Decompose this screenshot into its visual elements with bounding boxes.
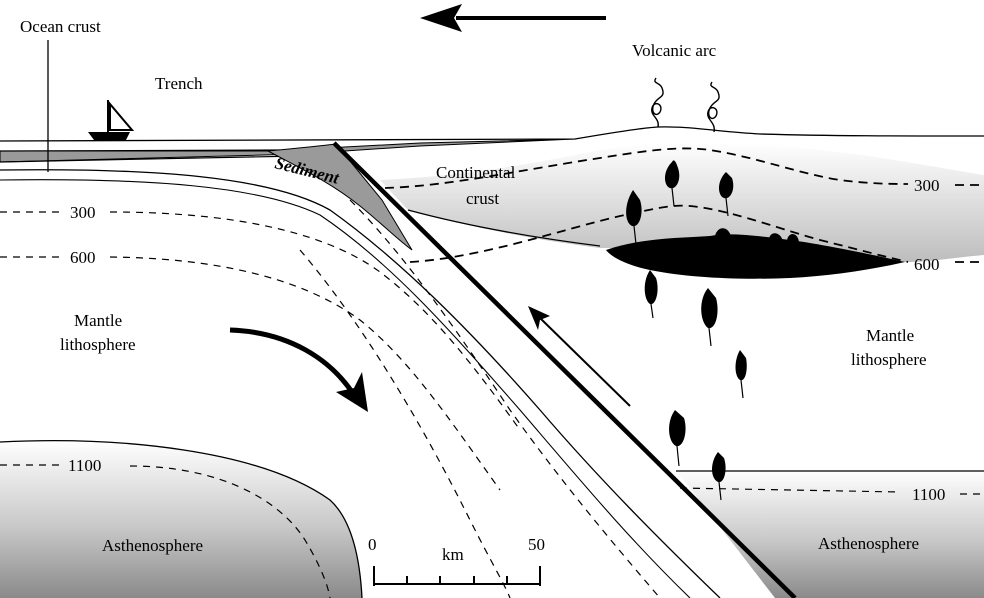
scale-label-end: 50 <box>528 535 545 554</box>
isotherm-label-600-right: 600 <box>914 255 940 274</box>
isotherm-label-300-left: 300 <box>70 203 96 222</box>
label-volcanic-arc: Volcanic arc <box>632 41 717 60</box>
asthenosphere-right-region <box>676 470 984 598</box>
volcano-plume-2 <box>707 81 720 133</box>
sailboat-icon <box>88 100 135 140</box>
scale-label-unit: km <box>442 545 464 564</box>
magma-droplet-2 <box>719 172 734 216</box>
label-asthenosphere-left: Asthenosphere <box>102 536 203 555</box>
asthenosphere-left-boundary <box>0 440 363 598</box>
isotherm-300-left-curve <box>109 211 521 431</box>
label-trench: Trench <box>155 74 203 93</box>
magma-chamber <box>606 234 905 279</box>
continental-crust-base <box>407 209 601 247</box>
plate-motion-arrow-top <box>420 4 606 32</box>
isotherm-600-left-curve <box>109 256 501 491</box>
label-continental-crust-line1: Continental <box>436 163 516 182</box>
isotherm-label-600-left: 600 <box>70 248 96 267</box>
slab-isotherm-b <box>299 249 511 598</box>
label-mantle-lithosphere-right-line1: Mantle <box>866 326 914 345</box>
magma-droplet-7 <box>669 410 686 466</box>
slab-upper-crust-line <box>0 179 691 598</box>
magma-droplet-8 <box>712 452 726 500</box>
slab-top-surface <box>0 169 721 598</box>
isotherms-left <box>0 199 661 598</box>
isotherms-right <box>384 147 984 263</box>
label-ocean-crust: Ocean crust <box>20 17 101 36</box>
isotherm-label-1100-left: 1100 <box>68 456 101 475</box>
sediment-wedge <box>266 143 413 251</box>
label-mantle-lithosphere-left-line2: lithosphere <box>60 335 136 354</box>
volcano-plume-1 <box>651 77 664 128</box>
label-continental-crust-line2: crust <box>466 189 499 208</box>
asthenosphere-left-region <box>0 440 362 598</box>
isotherm-label-300-right: 300 <box>914 176 940 195</box>
ocean-crust-bottom-line <box>0 155 301 163</box>
slab-isotherm-a <box>349 199 661 598</box>
magma-droplet-4 <box>644 270 658 318</box>
isotherm-1100-right-group <box>679 487 984 495</box>
sea-surface <box>0 126 984 142</box>
scale-label-start: 0 <box>368 535 377 554</box>
label-mantle-lithosphere-right-line2: lithosphere <box>851 350 927 369</box>
label-asthenosphere-right: Asthenosphere <box>818 534 919 553</box>
isotherm-600-right <box>409 204 909 263</box>
magma-droplet-1 <box>665 160 680 206</box>
volcano-plumes <box>651 77 720 133</box>
isotherm-label-1100-right: 1100 <box>912 485 945 504</box>
magma-droplets <box>626 160 747 500</box>
continental-crust-region <box>380 142 984 262</box>
magma-droplet-3 <box>626 190 642 244</box>
ocean-crust-top-line <box>0 149 281 152</box>
magma-droplet-6 <box>735 350 747 398</box>
magma-droplet-5 <box>701 288 718 346</box>
curved-subduction-arrow <box>229 327 368 412</box>
scale-bar <box>373 566 541 586</box>
isotherm-1100-left-curve <box>129 465 331 598</box>
magma-droplet-tails <box>633 187 744 501</box>
magma-chamber-bumps <box>715 228 799 245</box>
relative-motion-arrow <box>528 306 631 407</box>
label-mantle-lithosphere-left-line1: Mantle <box>74 311 122 330</box>
isotherm-1100-right <box>679 487 901 493</box>
isotherm-300-right <box>384 147 909 189</box>
subduction-fault <box>332 141 797 598</box>
